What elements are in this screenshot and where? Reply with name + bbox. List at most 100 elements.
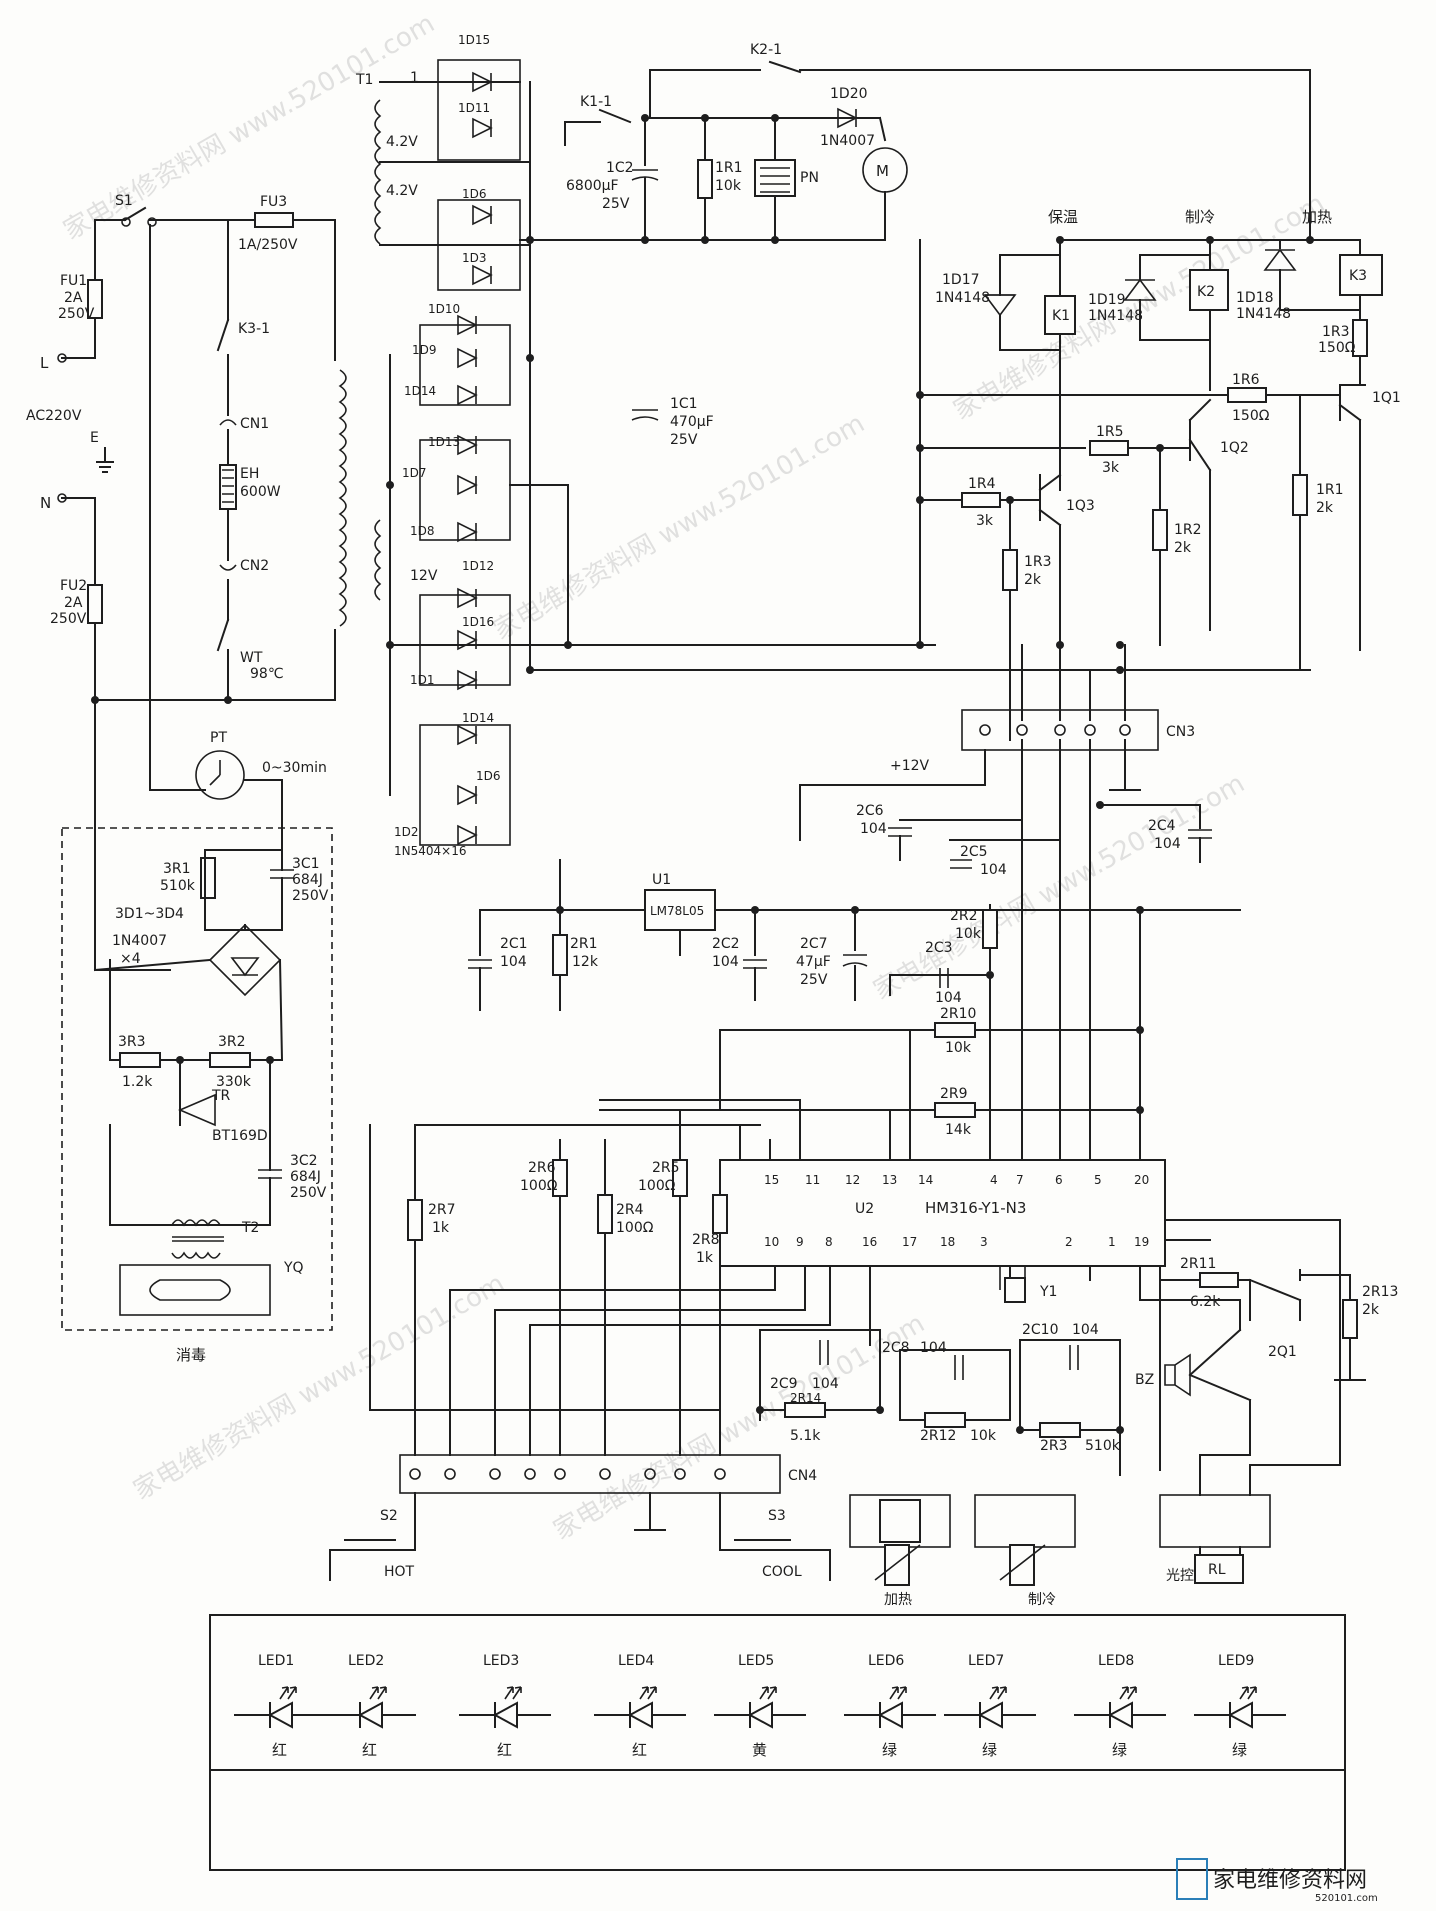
2r9-ref: 2R9 (940, 1086, 968, 1102)
tap-4v2-b: 4.2V (386, 183, 418, 199)
2r3-ref: 2R3 (1040, 1438, 1068, 1454)
t2-label: T2 (241, 1220, 259, 1236)
fu1-voltage: 250V (58, 306, 95, 322)
led-ref: LED1 (258, 1653, 294, 1669)
yq-label: YQ (283, 1260, 304, 1276)
2r6-ref: 2R6 (528, 1160, 556, 1176)
2c10-value: 104 (1072, 1322, 1099, 1338)
pin-16: 16 (862, 1235, 877, 1249)
led-color: 绿 (1232, 1741, 1247, 1759)
2r13-ref: 2R13 (1362, 1284, 1398, 1300)
1r3b-value: 2k (1024, 572, 1042, 588)
pin-7: 7 (1016, 1173, 1024, 1187)
3r1-value: 510k (160, 878, 196, 894)
1q2-ref: 1Q2 (1220, 440, 1249, 456)
led-ref: LED4 (618, 1653, 654, 1669)
pin-17: 17 (902, 1235, 917, 1249)
d17-type: 1N4148 (935, 290, 990, 306)
led-color: 红 (362, 1741, 377, 1759)
2r10-ref: 2R10 (940, 1006, 976, 1022)
pin-6: 6 (1055, 1173, 1063, 1187)
led-color: 绿 (1112, 1741, 1127, 1759)
2c1-value: 104 (500, 954, 527, 970)
3r2-value: 330k (216, 1074, 252, 1090)
relay-k3: K3 (1349, 268, 1367, 284)
pin-11: 11 (805, 1173, 820, 1187)
led-color: 红 (632, 1741, 647, 1759)
d18-ref: 1D18 (1236, 290, 1274, 306)
3c2-voltage: 250V (290, 1185, 327, 1201)
d20-type: 1N4007 (820, 133, 875, 149)
2r14-ref: 2R14 (790, 1391, 821, 1405)
pin-2: 2 (1065, 1235, 1073, 1249)
led-color: 红 (272, 1741, 287, 1759)
2r1-value: 12k (572, 954, 599, 970)
mode-cool: 制冷 (1185, 208, 1215, 226)
2r11-value: 6.2k (1190, 1294, 1221, 1310)
bridge-type: 1N4007 (112, 933, 167, 949)
eh-ref: EH (240, 466, 259, 482)
brand-url: 520101.com (1315, 1893, 1378, 1904)
s3-ref: S3 (768, 1508, 786, 1524)
led-ref: LED6 (868, 1653, 904, 1669)
s3-label: COOL (762, 1564, 802, 1580)
pin-12: 12 (845, 1173, 860, 1187)
source-label: AC220V (26, 408, 82, 424)
1r6-ref: 1R6 (1232, 372, 1260, 388)
1c2-voltage: 25V (602, 196, 630, 212)
brand-logo: 家电维修资料网 520101.com (1175, 1855, 1425, 1905)
fu2-ref: FU2 (60, 578, 87, 594)
diode-1d8: 1D8 (410, 524, 435, 538)
2r11-ref: 2R11 (1180, 1256, 1216, 1272)
ntc-cool-label: 制冷 (1028, 1592, 1056, 1608)
led-ref: LED7 (968, 1653, 1004, 1669)
diode-1d9: 1D9 (412, 343, 437, 357)
1c1-ref: 1C1 (670, 396, 698, 412)
pin-4: 4 (990, 1173, 998, 1187)
1r3b-ref: 1R3 (1024, 554, 1052, 570)
1r2-value: 2k (1174, 540, 1192, 556)
s2-label: HOT (384, 1564, 415, 1580)
1r6-value: 150Ω (1232, 408, 1270, 424)
1r4-value: 3k (976, 513, 994, 529)
2c4-ref: 2C4 (1148, 818, 1176, 834)
wt-ref: WT (240, 650, 263, 666)
led-ref: LED8 (1098, 1653, 1134, 1669)
2r3-value: 510k (1085, 1438, 1121, 1454)
pin-13: 13 (882, 1173, 897, 1187)
u2-ref: U2 (855, 1201, 874, 1217)
svg-text:家电维修资料网 www.520101.com: 家电维修资料网 www.520101.com (59, 9, 440, 246)
k3-contact-label: K3-1 (238, 321, 270, 337)
diode-1d1: 1D1 (410, 673, 435, 687)
u2-type: HM316-Y1-N3 (925, 1199, 1026, 1217)
relay-k1: K1 (1052, 308, 1070, 324)
1r5-ref: 1R5 (1096, 424, 1124, 440)
eh-power: 600W (240, 484, 281, 500)
earth-label: E (90, 430, 99, 446)
diode-1d16: 1D16 (462, 615, 494, 629)
timer-ref: PT (210, 730, 227, 746)
2c5-ref: 2C5 (960, 844, 988, 860)
pin-14: 14 (918, 1173, 933, 1187)
led-ref: LED3 (483, 1653, 519, 1669)
wt-temp: 98℃ (250, 666, 284, 682)
2r8-ref: 2R8 (692, 1232, 720, 1248)
led-ref: LED2 (348, 1653, 384, 1669)
1r5-value: 3k (1102, 460, 1120, 476)
3r3-ref: 3R3 (118, 1034, 146, 1050)
diode-1d12: 1D12 (462, 559, 494, 573)
s1-label: S1 (115, 193, 133, 209)
3r1-ref: 3R1 (163, 861, 191, 877)
led-indicator-row: LED1红LED2红LED3红LED4红LED5黄LED6绿LED7绿LED8绿… (209, 1614, 1346, 1871)
2r6-value: 100Ω (520, 1178, 558, 1194)
2q1-ref: 2Q1 (1268, 1344, 1297, 1360)
1r2-ref: 1R2 (1174, 522, 1202, 538)
1r3-ref: 1R3 (1322, 324, 1350, 340)
fu1-rating: 2A (64, 290, 83, 306)
t1-ref: T1 (355, 72, 373, 88)
s2-ref: S2 (380, 1508, 398, 1524)
k2-contact: K2-1 (750, 42, 782, 58)
